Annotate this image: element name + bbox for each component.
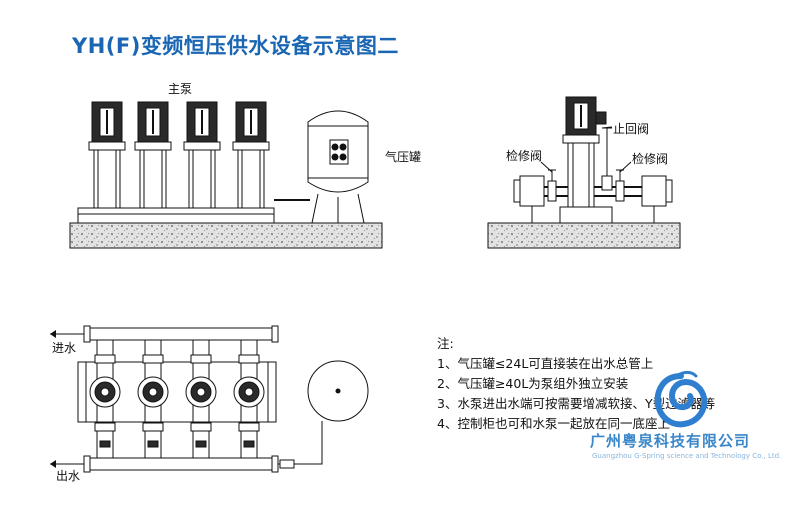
- label-water-out: 出水: [56, 469, 81, 483]
- pump-unit-1: [88, 101, 126, 209]
- label-check-valve: 止回阀: [613, 122, 650, 136]
- label-main-pump: 主泵: [168, 82, 193, 96]
- plan-pump-2: [137, 340, 169, 458]
- notes-heading: 注:: [437, 336, 454, 351]
- front-view: [69, 101, 383, 249]
- label-service-valve-left: 检修阀: [506, 149, 543, 163]
- plan-view: [50, 325, 369, 473]
- plan-pump-1: [89, 340, 121, 458]
- pressure-tank: [307, 110, 369, 224]
- inlet-header-bottom: [87, 457, 275, 471]
- label-pressure-tank: 气压罐: [385, 150, 422, 164]
- notes-block: 注: 1、气压罐≤24L可直接装在出水总管上 2、气压罐≥40L为泵组外独立安装…: [437, 334, 715, 434]
- pump-unit-2: [134, 101, 172, 209]
- check-valve-body: [601, 175, 613, 191]
- pump-unit-4: [232, 101, 270, 209]
- note-item: 2、气压罐≥40L为泵组外独立安装: [437, 376, 629, 391]
- company-name-cn: 广州粤泉科技有限公司: [590, 432, 751, 450]
- page-title: YH(F)变频恒压供水设备示意图二: [72, 34, 399, 58]
- outlet-header-top: [87, 327, 275, 341]
- company-logo-icon: [654, 370, 708, 428]
- note-item: 1、气压罐≤24L可直接装在出水总管上: [437, 356, 654, 371]
- tank-connection-line: [278, 421, 323, 465]
- label-water-in: 进水: [52, 341, 77, 355]
- pump-base-frame: [77, 207, 275, 224]
- side-view: [487, 96, 681, 249]
- plan-pump-4: [233, 340, 265, 458]
- pump-unit-3: [183, 101, 221, 209]
- water-out-arrow: [50, 460, 56, 468]
- label-service-valve-right: 检修阀: [632, 152, 669, 166]
- service-valve-right-body: [615, 180, 625, 202]
- company-name-en: Guangzhou G-Spring science and Technolog…: [592, 452, 782, 460]
- note-item: 3、水泵进出水端可按需要增减软接、Y型过滤器等: [437, 396, 716, 411]
- foundation-slab-right: [487, 222, 681, 249]
- service-valve-left-body: [547, 180, 557, 202]
- foundation-slab-left: [69, 222, 383, 249]
- note-item: 4、控制柜也可和水泵一起放在同一底座上: [437, 416, 670, 431]
- water-in-arrow: [50, 330, 56, 338]
- plan-pump-3: [185, 340, 217, 458]
